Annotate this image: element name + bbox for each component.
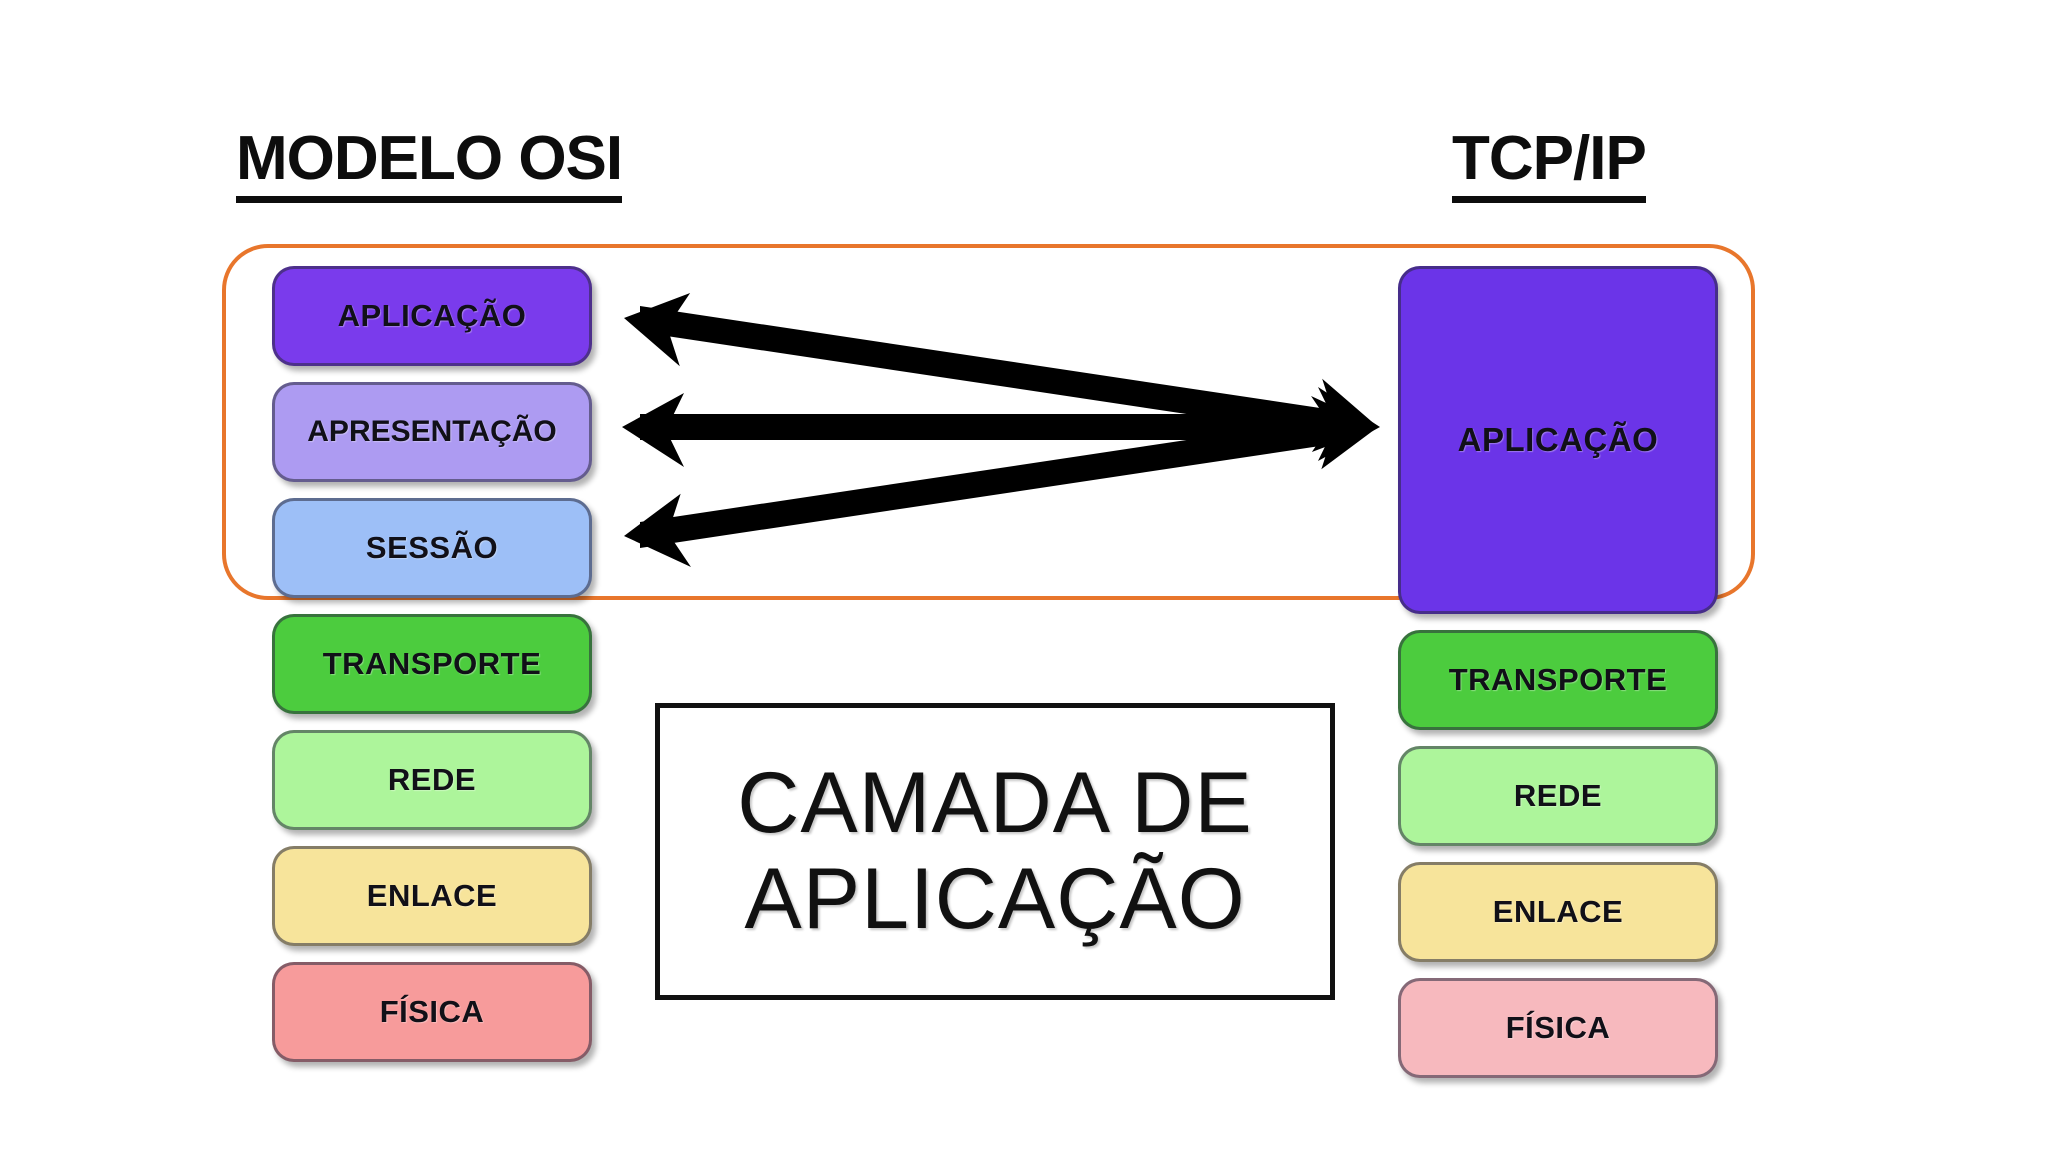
tcpip-layer-transporte[interactable]: TRANSPORTE bbox=[1398, 630, 1718, 730]
application-layer-group-outline bbox=[222, 244, 1755, 600]
tcpip-layer-label: APLICAÇÃO bbox=[1457, 421, 1659, 458]
osi-layer-label: ENLACE bbox=[366, 878, 498, 913]
tcpip-layer-fisica[interactable]: FÍSICA bbox=[1398, 978, 1718, 1078]
tcpip-title-text: TCP/IP bbox=[1452, 124, 1647, 193]
tcpip-layer-stack: APLICAÇÃO TRANSPORTE REDE ENLACE FÍSICA bbox=[1398, 266, 1718, 1094]
osi-layer-label: SESSÃO bbox=[365, 530, 499, 565]
osi-layer-label: TRANSPORTE bbox=[322, 646, 542, 681]
tcpip-layer-aplicacao[interactable]: APLICAÇÃO bbox=[1398, 266, 1718, 614]
osi-layer-rede[interactable]: REDE bbox=[272, 730, 592, 830]
tcpip-column-title: TCP/IP bbox=[1452, 128, 1647, 203]
tcpip-layer-label: FÍSICA bbox=[1505, 1010, 1611, 1045]
osi-layer-label: APLICAÇÃO bbox=[337, 298, 527, 333]
tcpip-title-underline bbox=[1452, 196, 1646, 203]
tcpip-layer-enlace[interactable]: ENLACE bbox=[1398, 862, 1718, 962]
tcpip-layer-label: REDE bbox=[1513, 778, 1603, 813]
osi-layer-transporte[interactable]: TRANSPORTE bbox=[272, 614, 592, 714]
caption-line-2: APLICAÇÃO bbox=[744, 850, 1246, 947]
caption-line-1: CAMADA DE bbox=[737, 755, 1253, 852]
osi-layer-sessao[interactable]: SESSÃO bbox=[272, 498, 592, 598]
osi-layer-enlace[interactable]: ENLACE bbox=[272, 846, 592, 946]
osi-layer-label: APRESENTAÇÃO bbox=[307, 415, 557, 448]
osi-layer-aplicacao[interactable]: APLICAÇÃO bbox=[272, 266, 592, 366]
osi-layer-fisica[interactable]: FÍSICA bbox=[272, 962, 592, 1062]
application-layer-caption-box: CAMADA DE APLICAÇÃO bbox=[655, 703, 1335, 1000]
osi-layer-stack: APLICAÇÃO APRESENTAÇÃO SESSÃO TRANSPORTE… bbox=[272, 266, 592, 1078]
osi-title-text: MODELO OSI bbox=[236, 124, 623, 193]
tcpip-layer-rede[interactable]: REDE bbox=[1398, 746, 1718, 846]
osi-layer-label: REDE bbox=[387, 762, 477, 797]
osi-column-title: MODELO OSI bbox=[236, 128, 623, 203]
tcpip-layer-label: ENLACE bbox=[1492, 894, 1624, 929]
osi-title-underline bbox=[236, 196, 623, 203]
osi-layer-label: FÍSICA bbox=[379, 994, 485, 1029]
osi-layer-apresentacao[interactable]: APRESENTAÇÃO bbox=[272, 382, 592, 482]
tcpip-layer-label: TRANSPORTE bbox=[1448, 662, 1668, 697]
